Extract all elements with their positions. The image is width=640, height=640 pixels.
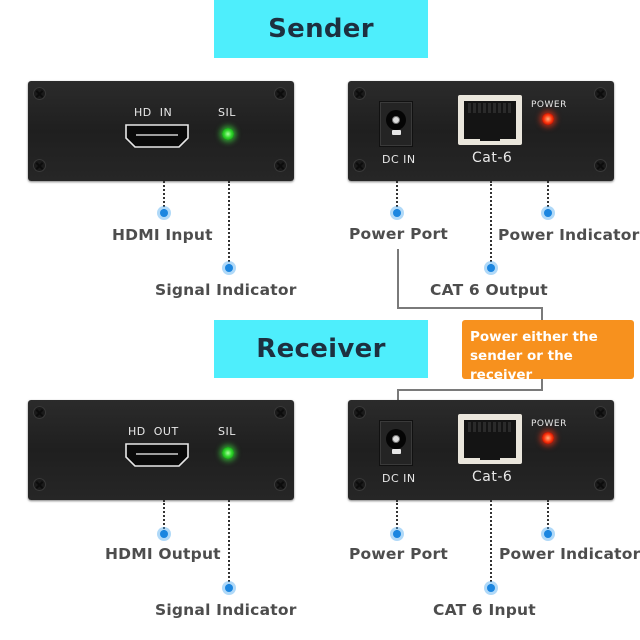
- screw-icon: [594, 87, 607, 100]
- power-label: POWER: [531, 100, 567, 110]
- rj45-port-icon: [458, 95, 522, 145]
- callout-dot: [544, 530, 552, 538]
- power-indicator-callout: Power Indicator: [498, 226, 640, 244]
- callout-dot: [160, 530, 168, 538]
- receiver-title: Receiver: [214, 320, 428, 378]
- power-connector-line: [541, 379, 543, 389]
- leader-line: [490, 181, 492, 266]
- callout-dot: [544, 209, 552, 217]
- power-connector-line: [397, 249, 543, 309]
- hdmi-port-icon: [125, 443, 189, 467]
- leader-line: [547, 181, 549, 211]
- leader-line: [396, 181, 398, 211]
- power-connector-line: [397, 389, 543, 403]
- signal-indicator-callout: Signal Indicator: [155, 601, 297, 619]
- leader-line: [228, 500, 230, 586]
- power-label: POWER: [531, 419, 567, 429]
- cat6-label: Cat-6: [472, 150, 513, 166]
- leader-line: [228, 181, 230, 266]
- leader-line: [547, 500, 549, 532]
- cat6-output-callout: CAT 6 Output: [430, 281, 548, 299]
- callout-dot: [393, 530, 401, 538]
- screw-icon: [274, 478, 287, 491]
- callout-dot: [487, 584, 495, 592]
- leader-line: [163, 181, 165, 211]
- power-connector-line: [541, 307, 543, 321]
- sender-title-text: Sender: [268, 14, 374, 44]
- dc-in-label: DC IN: [382, 153, 416, 166]
- leader-line: [163, 500, 165, 532]
- signal-indicator-callout: Signal Indicator: [155, 281, 297, 299]
- screw-icon: [33, 478, 46, 491]
- screw-icon: [274, 87, 287, 100]
- hdmi-port-label: HD OUT: [128, 425, 179, 438]
- screw-icon: [353, 406, 366, 419]
- screw-icon: [33, 87, 46, 100]
- sil-label: SIL: [218, 425, 236, 438]
- power-note: Power either the sender or the receiver: [462, 320, 634, 383]
- cat6-label: Cat-6: [472, 469, 513, 485]
- leader-line: [490, 500, 492, 586]
- callout-dot: [225, 264, 233, 272]
- signal-led-icon: [222, 128, 234, 140]
- signal-led-icon: [222, 447, 234, 459]
- dc-jack-icon: [379, 101, 413, 147]
- sil-label: SIL: [218, 106, 236, 119]
- hdmi-input-callout: HDMI Input: [112, 226, 213, 244]
- power-port-callout: Power Port: [349, 545, 448, 563]
- hdmi-output-callout: HDMI Output: [105, 545, 221, 563]
- receiver-title-text: Receiver: [256, 334, 386, 364]
- hdmi-port-icon: [125, 124, 189, 148]
- power-port-callout: Power Port: [349, 225, 448, 243]
- power-note-line2: sender or the receiver: [470, 348, 573, 383]
- rj45-port-icon: [458, 414, 522, 464]
- sender-power-panel: DC IN Cat-6 POWER: [348, 81, 614, 181]
- screw-icon: [594, 159, 607, 172]
- callout-dot: [160, 209, 168, 217]
- callout-dot: [393, 209, 401, 217]
- screw-icon: [33, 159, 46, 172]
- screw-icon: [274, 159, 287, 172]
- leader-line: [396, 500, 398, 532]
- hdmi-port-label: HD IN: [134, 106, 173, 119]
- power-led-icon: [542, 432, 554, 444]
- screw-icon: [33, 406, 46, 419]
- power-indicator-callout: Power Indicator: [499, 545, 640, 563]
- sender-hdmi-panel: HD IN SIL: [28, 81, 294, 181]
- power-note-line1: Power either the: [470, 329, 598, 345]
- screw-icon: [353, 159, 366, 172]
- sender-title: Sender: [214, 0, 428, 58]
- callout-dot: [225, 584, 233, 592]
- callout-dot: [487, 264, 495, 272]
- screw-icon: [353, 478, 366, 491]
- dc-jack-icon: [379, 420, 413, 466]
- screw-icon: [594, 478, 607, 491]
- receiver-power-panel: DC IN Cat-6 POWER: [348, 400, 614, 500]
- dc-in-label: DC IN: [382, 472, 416, 485]
- screw-icon: [274, 406, 287, 419]
- power-led-icon: [542, 113, 554, 125]
- cat6-input-callout: CAT 6 Input: [433, 601, 536, 619]
- screw-icon: [353, 87, 366, 100]
- receiver-hdmi-panel: HD OUT SIL: [28, 400, 294, 500]
- screw-icon: [594, 406, 607, 419]
